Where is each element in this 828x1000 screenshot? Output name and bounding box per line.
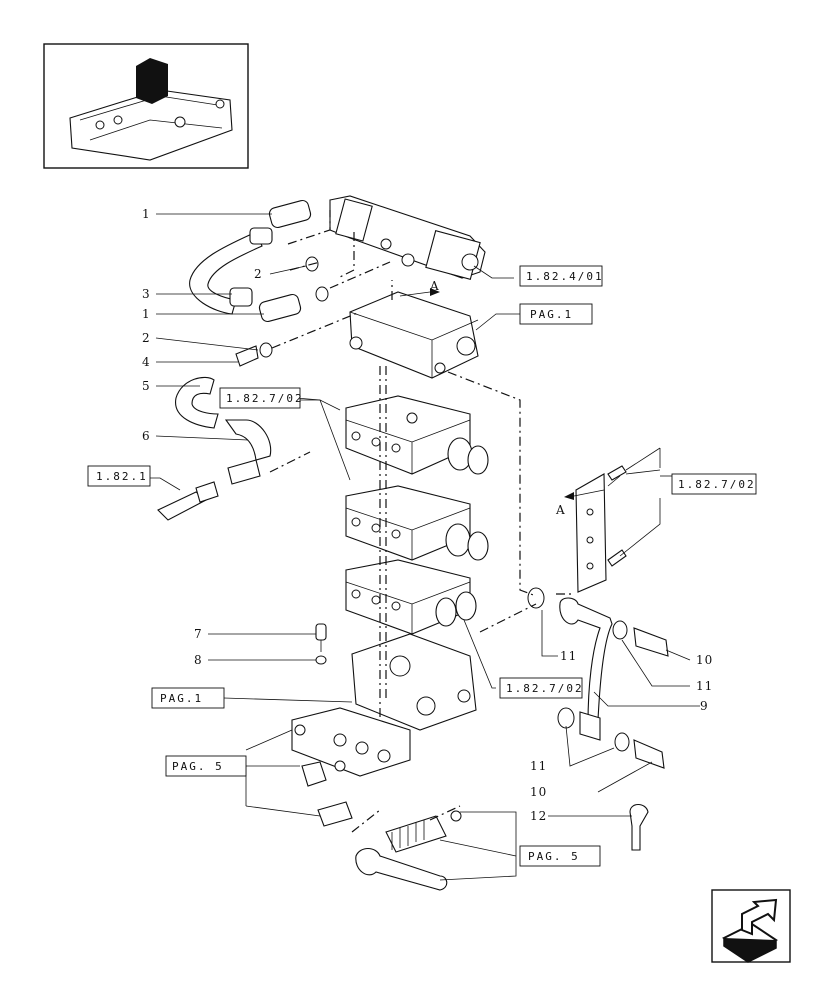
svg-text:1.82.7/02: 1.82.7/02: [678, 478, 756, 491]
mid-pipe-assembly: [157, 342, 273, 521]
ref-box-4[interactable]: 1.82.1: [87, 465, 151, 487]
spool-section-1: [345, 395, 489, 475]
assembly-guide-lines: [269, 210, 574, 833]
base-valve-body: [351, 633, 477, 731]
assembly-locator-thumbnail[interactable]: [43, 43, 249, 169]
lower-fittings: [301, 760, 462, 891]
spool-section-2: [345, 485, 489, 561]
callout-3: 3: [142, 287, 151, 301]
svg-text:PAG.1: PAG.1: [530, 308, 573, 321]
callout-1a: 1: [142, 207, 151, 221]
callout-10a: 10: [696, 653, 713, 667]
callout-7: 7: [194, 627, 203, 641]
lower-manifold: [291, 707, 411, 777]
svg-text:1.82.7/02: 1.82.7/02: [506, 682, 584, 695]
svg-text:PAG. 5: PAG. 5: [172, 760, 224, 773]
svg-text:PAG. 5: PAG. 5: [528, 850, 580, 863]
bolt-and-washer: [315, 623, 327, 665]
callout-5: 5: [142, 379, 151, 393]
ref-box-3[interactable]: 1.82.7/02: [219, 387, 304, 409]
callout-11c: 11: [530, 759, 547, 773]
callout-2a: 2: [254, 267, 263, 281]
upper-pipe-assembly: [189, 199, 329, 323]
ref-box-5[interactable]: 1.82.7/02: [671, 473, 757, 495]
callout-6: 6: [142, 429, 151, 443]
ref-box-1[interactable]: 1.82.4/01: [519, 265, 604, 287]
callout-9: 9: [700, 699, 709, 713]
ref-box-8[interactable]: PAG. 5: [165, 755, 247, 777]
callout-12: 12: [530, 809, 547, 823]
ref-box-2[interactable]: PAG.1: [519, 303, 593, 325]
callout-1b: 1: [142, 307, 151, 321]
svg-text:1.82.4/01: 1.82.4/01: [526, 270, 604, 283]
callout-4: 4: [142, 355, 151, 369]
ref-box-6[interactable]: 1.82.7/02: [499, 677, 584, 699]
svg-text:1.82.7/02: 1.82.7/02: [226, 392, 304, 405]
callout-numbers: 1 2 3 1 2 4 5 6 7 8 11 10 11 9 11 10 12: [142, 207, 713, 823]
callout-10b: 10: [530, 785, 547, 799]
next-page-arrow-icon[interactable]: [711, 889, 791, 963]
arrow-label-a1: A: [429, 279, 440, 293]
top-cylinder-assembly: [329, 195, 486, 280]
callout-2b: 2: [142, 331, 151, 345]
ref-box-7[interactable]: PAG.1: [151, 687, 225, 709]
arrow-label-a2: A: [555, 503, 566, 517]
ref-box-9[interactable]: PAG. 5: [519, 845, 601, 867]
callout-8: 8: [194, 653, 203, 667]
leader-lines: [150, 213, 700, 881]
top-valve-body: [349, 291, 479, 379]
right-pipe-assembly: [527, 587, 669, 851]
side-plate: [575, 465, 627, 593]
callout-11a: 11: [560, 649, 577, 663]
direction-arrows: A A: [399, 279, 605, 517]
callout-11b: 11: [696, 679, 713, 693]
svg-text:1.82.1: 1.82.1: [96, 470, 148, 483]
svg-text:PAG.1: PAG.1: [160, 692, 203, 705]
spool-section-3: [345, 559, 477, 635]
